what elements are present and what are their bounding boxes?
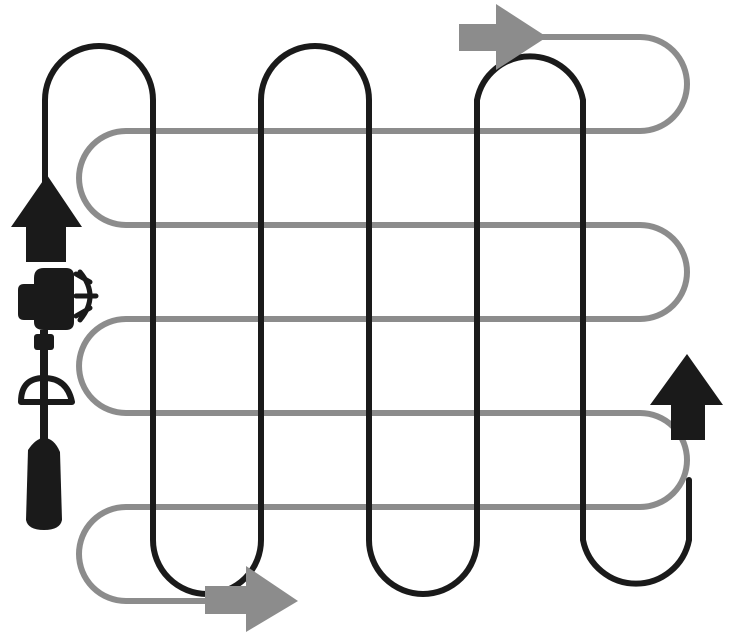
mower-handle (18, 375, 75, 405)
mower-grip (26, 438, 62, 530)
mower-collar (34, 334, 54, 350)
mower-shaft (40, 330, 48, 520)
second-pass-start-arrow-icon (459, 4, 547, 70)
first-pass-end-arrow-icon (650, 354, 723, 440)
second-pass-end-arrow-icon (205, 566, 298, 632)
mower-guard (73, 269, 99, 323)
first-pass-start-arrow-icon (11, 175, 82, 262)
mower-icon (18, 268, 99, 530)
mower-engine (18, 268, 74, 330)
first-pass-path (42, 43, 692, 597)
second-pass-path (76, 34, 690, 604)
